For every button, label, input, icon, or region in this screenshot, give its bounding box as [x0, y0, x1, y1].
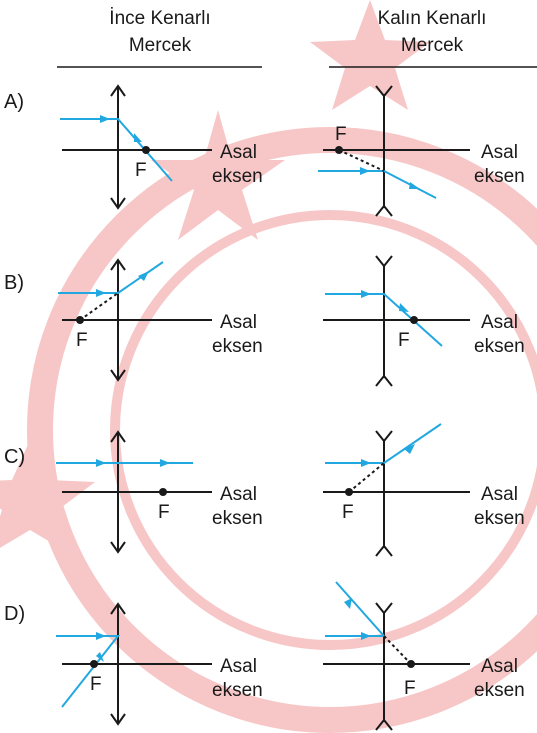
- focal-point-label: F: [90, 674, 102, 695]
- option-d-label: D): [4, 603, 25, 625]
- thin-lens-header-line2: Mercek: [129, 35, 192, 56]
- focal-point: [142, 146, 150, 154]
- lens-arrow-bottom: [110, 713, 126, 726]
- focal-point-label: F: [342, 502, 354, 523]
- axis-label-line2: eksen: [212, 166, 263, 187]
- ray-extension-dashed: [79, 292, 119, 321]
- axis-label-line2: eksen: [212, 508, 263, 529]
- axis-label-line1: Asal: [220, 484, 257, 505]
- axis-label-line2: eksen: [212, 336, 263, 357]
- lens-arrow-top: [375, 85, 393, 98]
- option-a-thick-lens-diagram: F Asal eksen: [318, 85, 525, 217]
- lens-arrow-bottom: [375, 544, 393, 557]
- thick-lens-header-line1: Kalın Kenarlı: [378, 8, 487, 29]
- lens-arrow-bottom: [110, 369, 126, 382]
- ray-arrow: [96, 289, 106, 297]
- axis-label-line2: eksen: [212, 680, 263, 701]
- axis-label-line1: Asal: [481, 656, 518, 677]
- light-ray: [325, 423, 442, 464]
- focal-point-label: F: [335, 124, 347, 145]
- axis-label-line2: eksen: [474, 336, 525, 357]
- axis-label-line1: Asal: [220, 656, 257, 677]
- light-ray: [325, 293, 443, 347]
- ray-arrow: [134, 133, 142, 142]
- thin-lens-header-line1: İnce Kenarlı: [109, 8, 210, 29]
- ray-arrow: [160, 459, 170, 467]
- option-d: D) F Asal eksen F Asal eksen: [4, 581, 525, 731]
- option-a-label: A): [4, 91, 24, 113]
- option-c-thin-lens-diagram: F Asal eksen: [56, 430, 263, 554]
- option-d-thick-lens-diagram: F Asal eksen: [323, 581, 525, 731]
- option-c-thick-lens-diagram: F Asal eksen: [323, 423, 525, 557]
- ray-arrow: [100, 115, 110, 123]
- focal-point-label: F: [398, 330, 410, 351]
- option-b-thin-lens-diagram: F Asal eksen: [58, 258, 263, 382]
- light-ray: [318, 170, 437, 199]
- focal-point: [345, 488, 353, 496]
- ray-arrow: [361, 632, 371, 640]
- option-a: A) F Asal eksen F Asal: [4, 84, 525, 217]
- axis-label-line1: Asal: [481, 142, 518, 163]
- focal-point: [159, 488, 167, 496]
- focal-point-label: F: [76, 330, 88, 351]
- light-ray: [56, 635, 121, 708]
- lens-arrow-top: [110, 84, 126, 97]
- option-c-label: C): [4, 446, 25, 468]
- thick-lens-header-line2: Mercek: [401, 35, 464, 56]
- ray-arrow: [361, 459, 371, 467]
- ray-extension-dashed: [383, 635, 412, 665]
- lens-arrow-top: [110, 430, 126, 443]
- lens-arrow-top: [375, 255, 393, 268]
- light-ray: [325, 581, 387, 637]
- axis-label-line2: eksen: [474, 508, 525, 529]
- ray-arrow: [96, 632, 106, 640]
- lens-arrow-bottom: [375, 718, 393, 731]
- focal-point: [90, 660, 98, 668]
- lens-arrow-top: [110, 258, 126, 271]
- axis-label-line1: Asal: [220, 312, 257, 333]
- ray-arrow: [404, 444, 415, 454]
- lens-arrow-bottom: [110, 197, 126, 210]
- ray-arrow: [138, 271, 149, 281]
- light-ray: [60, 118, 173, 182]
- focal-point: [407, 660, 415, 668]
- ray-arrow: [409, 182, 420, 189]
- focal-point-label: F: [404, 678, 416, 699]
- ray-arrow: [96, 459, 106, 467]
- axis-label-line1: Asal: [481, 484, 518, 505]
- lens-arrow-bottom: [110, 541, 126, 554]
- focal-point-label: F: [135, 160, 147, 181]
- focal-point: [335, 146, 343, 154]
- option-d-thin-lens-diagram: F Asal eksen: [56, 602, 263, 726]
- ray-extension-dashed: [338, 149, 385, 172]
- focal-point: [410, 316, 418, 324]
- column-headers: İnce Kenarlı Mercek Kalın Kenarlı Mercek: [57, 8, 537, 68]
- ray-extension-dashed: [348, 462, 385, 493]
- axis-label-line1: Asal: [220, 142, 257, 163]
- lens-arrow-bottom: [375, 374, 393, 387]
- ray-arrow: [344, 598, 352, 609]
- ray-arrow: [399, 303, 409, 312]
- axis-label-line2: eksen: [474, 680, 525, 701]
- axis-label-line1: Asal: [481, 312, 518, 333]
- focal-point: [76, 316, 84, 324]
- lens-arrow-top: [375, 430, 393, 443]
- focal-point-label: F: [158, 502, 170, 523]
- axis-label-line2: eksen: [474, 166, 525, 187]
- ray-arrow: [360, 167, 370, 175]
- lens-arrow-top: [375, 602, 393, 615]
- ray-arrow: [96, 652, 104, 662]
- ray-arrow: [361, 290, 371, 298]
- option-b-label: B): [4, 272, 24, 294]
- option-b: B) F Asal eksen F Asal eksen: [4, 255, 525, 387]
- lens-arrow-top: [110, 602, 126, 615]
- option-a-thin-lens-diagram: F Asal eksen: [60, 84, 263, 210]
- option-b-thick-lens-diagram: F Asal eksen: [323, 255, 525, 387]
- lens-arrow-bottom: [375, 204, 393, 217]
- option-c: C) F Asal eksen F Asal eksen: [4, 423, 525, 557]
